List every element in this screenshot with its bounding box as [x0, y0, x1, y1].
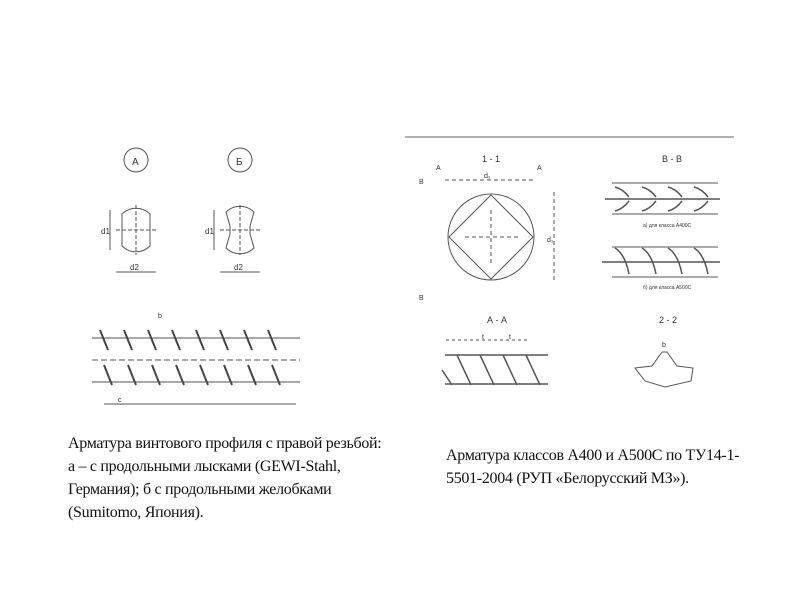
dim-c: c [118, 397, 122, 404]
v-v-view-a500 [602, 246, 720, 278]
marker-a-right: А [537, 165, 542, 172]
dim-t-2: t [509, 334, 511, 341]
dim-b: b [158, 313, 162, 320]
a-a-view: t t [441, 334, 548, 386]
v-v-view-a400 [605, 182, 720, 215]
callout-a [123, 147, 149, 173]
dim-d2-b: d2 [234, 263, 243, 272]
note-a500: б) для класса А500С [643, 285, 692, 291]
marker-v-top: В [419, 179, 424, 186]
section-v-v-title: В - В [662, 154, 682, 164]
section-2-2-title: 2 - 2 [659, 315, 677, 325]
caption-right: Арматура классов А400 и А500С по ТУ14-1-… [446, 447, 740, 487]
dim-d1-b: d1 [205, 227, 214, 236]
callout-b [227, 147, 253, 173]
dim-d1-a: d1 [101, 227, 110, 236]
label-b: Б [236, 157, 243, 168]
section-b-profile [225, 205, 255, 255]
marker-a-left: А [436, 165, 441, 172]
marker-v-bottom: В [419, 295, 424, 302]
dim-t-1: t [482, 334, 484, 341]
note-a400: а) для класса А400С [643, 223, 692, 229]
left-rebar-drawing: А Б d1 d2 d1 d2 c b [92, 147, 300, 405]
label-a: А [132, 157, 139, 168]
rib-profile [634, 351, 694, 388]
section-1-1-title: 1 - 1 [482, 154, 500, 164]
caption-left: Арматура винтового профиля с правой резь… [68, 435, 382, 521]
section-a-profile [121, 207, 151, 253]
section-circle [447, 193, 535, 281]
dim-d-side: d₁ [547, 237, 554, 244]
dim-d2-a: d2 [130, 263, 139, 272]
section-square [448, 194, 534, 280]
right-rebar-drawing: 1 - 1 В - В А - А 2 - 2 А А В В d₁ d₁ а)… [405, 136, 734, 388]
thread-ribs [99, 329, 281, 386]
dim-b-rib: b [662, 342, 666, 349]
dim-d-top: d₁ [484, 173, 491, 180]
section-a-a-title: А - А [487, 315, 507, 325]
